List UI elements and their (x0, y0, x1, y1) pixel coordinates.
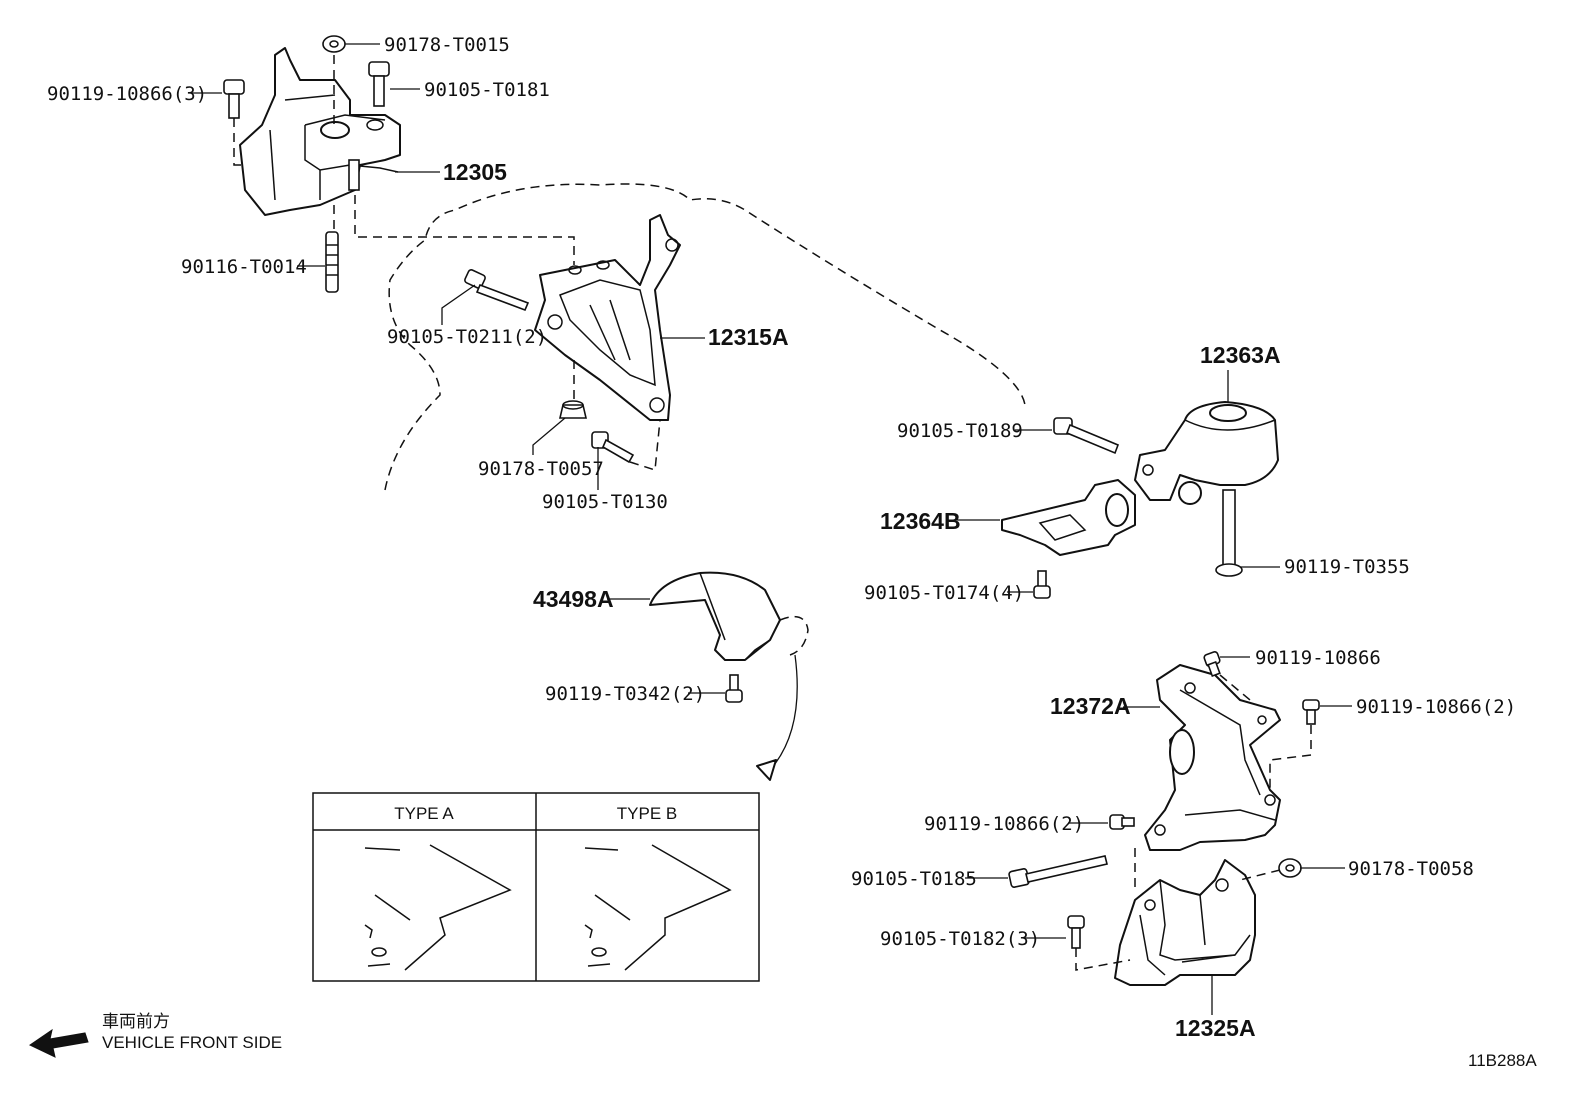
label-90119-10866-2-right: 90119-10866(2) (1356, 696, 1516, 718)
label-12305: 12305 (443, 159, 507, 185)
label-12363A: 12363A (1200, 342, 1281, 368)
label-90116-T0014: 90116-T0014 (181, 256, 307, 278)
label-90119-10866: 90119-10866 (1255, 647, 1381, 669)
bracket-12325A (1114, 859, 1256, 986)
label-90105-T0174-4: 90105-T0174(4) (864, 582, 1024, 604)
label-90119-T0355: 90119-T0355 (1284, 556, 1410, 578)
leader-lines (188, 43, 1352, 1015)
label-90178-T0058: 90178-T0058 (1348, 858, 1474, 880)
engine-mount-12305 (239, 47, 401, 216)
type-b-label: TYPE B (617, 804, 677, 823)
bolt-90105-T0174 (1033, 570, 1051, 599)
nut-90178-T0058 (1278, 858, 1302, 878)
heat-shield-43498A (649, 571, 809, 661)
label-12325A: 12325A (1175, 1015, 1256, 1041)
mount-12363A (1134, 401, 1279, 505)
type-detail-box (312, 792, 760, 982)
bolt-90119-10866-a (1203, 651, 1221, 678)
label-90105-T0185: 90105-T0185 (851, 868, 977, 890)
label-12364B: 12364B (880, 508, 961, 534)
bolt-90119-T0342 (725, 674, 743, 703)
bolt-90105-T0185 (1008, 855, 1108, 888)
figure-code: 11B288A (1468, 1051, 1537, 1070)
bracket-12364B (1001, 479, 1136, 556)
vehicle-front-en: VEHICLE FRONT SIDE (102, 1033, 282, 1052)
vehicle-front-jp: 車両前方 (102, 1012, 170, 1031)
label-90119-10866-2-left: 90119-10866(2) (924, 813, 1084, 835)
nut-90178-T0015 (322, 35, 346, 53)
bolt-90105-T0130 (591, 431, 635, 464)
label-90105-T0211-2: 90105-T0211(2) (387, 326, 547, 348)
front-direction-arrow (29, 1028, 89, 1058)
bolt-90119-10866-b (1302, 699, 1320, 725)
stud-90116-T0014 (325, 231, 339, 293)
bolt-90119-T0355 (1215, 489, 1243, 577)
nut-90178-T0057 (558, 400, 588, 419)
label-90105-T0182-3: 90105-T0182(3) (880, 928, 1040, 950)
label-12315A: 12315A (708, 324, 789, 350)
label-90119-T0342-2: 90119-T0342(2) (545, 683, 705, 705)
bracket-12372A (1144, 664, 1281, 851)
label-90178-T0015: 90178-T0015 (384, 34, 510, 56)
bolt-90105-T0181 (368, 61, 390, 107)
label-90105-T0189: 90105-T0189 (897, 420, 1023, 442)
bracket-12315A (534, 214, 681, 421)
detail-arrow (769, 654, 798, 771)
label-90178-T0057: 90178-T0057 (478, 458, 604, 480)
label-43498A: 43498A (533, 586, 614, 612)
label-90105-T0181: 90105-T0181 (424, 79, 550, 101)
bolt-90105-T0189 (1053, 417, 1120, 455)
bolt-90119-10866-upper-left (223, 79, 245, 119)
label-12372A: 12372A (1050, 693, 1131, 719)
bolt-90105-T0211 (464, 269, 530, 312)
label-90119-10866-3: 90119-10866(3) (47, 83, 207, 105)
engine-outline (384, 183, 1026, 491)
screw-12305-center (348, 159, 360, 191)
bolt-90119-10866-c (1109, 814, 1135, 830)
detail-arrow-head (756, 759, 777, 781)
bolt-90105-T0182 (1067, 915, 1085, 949)
type-a-label: TYPE A (394, 804, 454, 823)
label-90105-T0130: 90105-T0130 (542, 491, 668, 513)
